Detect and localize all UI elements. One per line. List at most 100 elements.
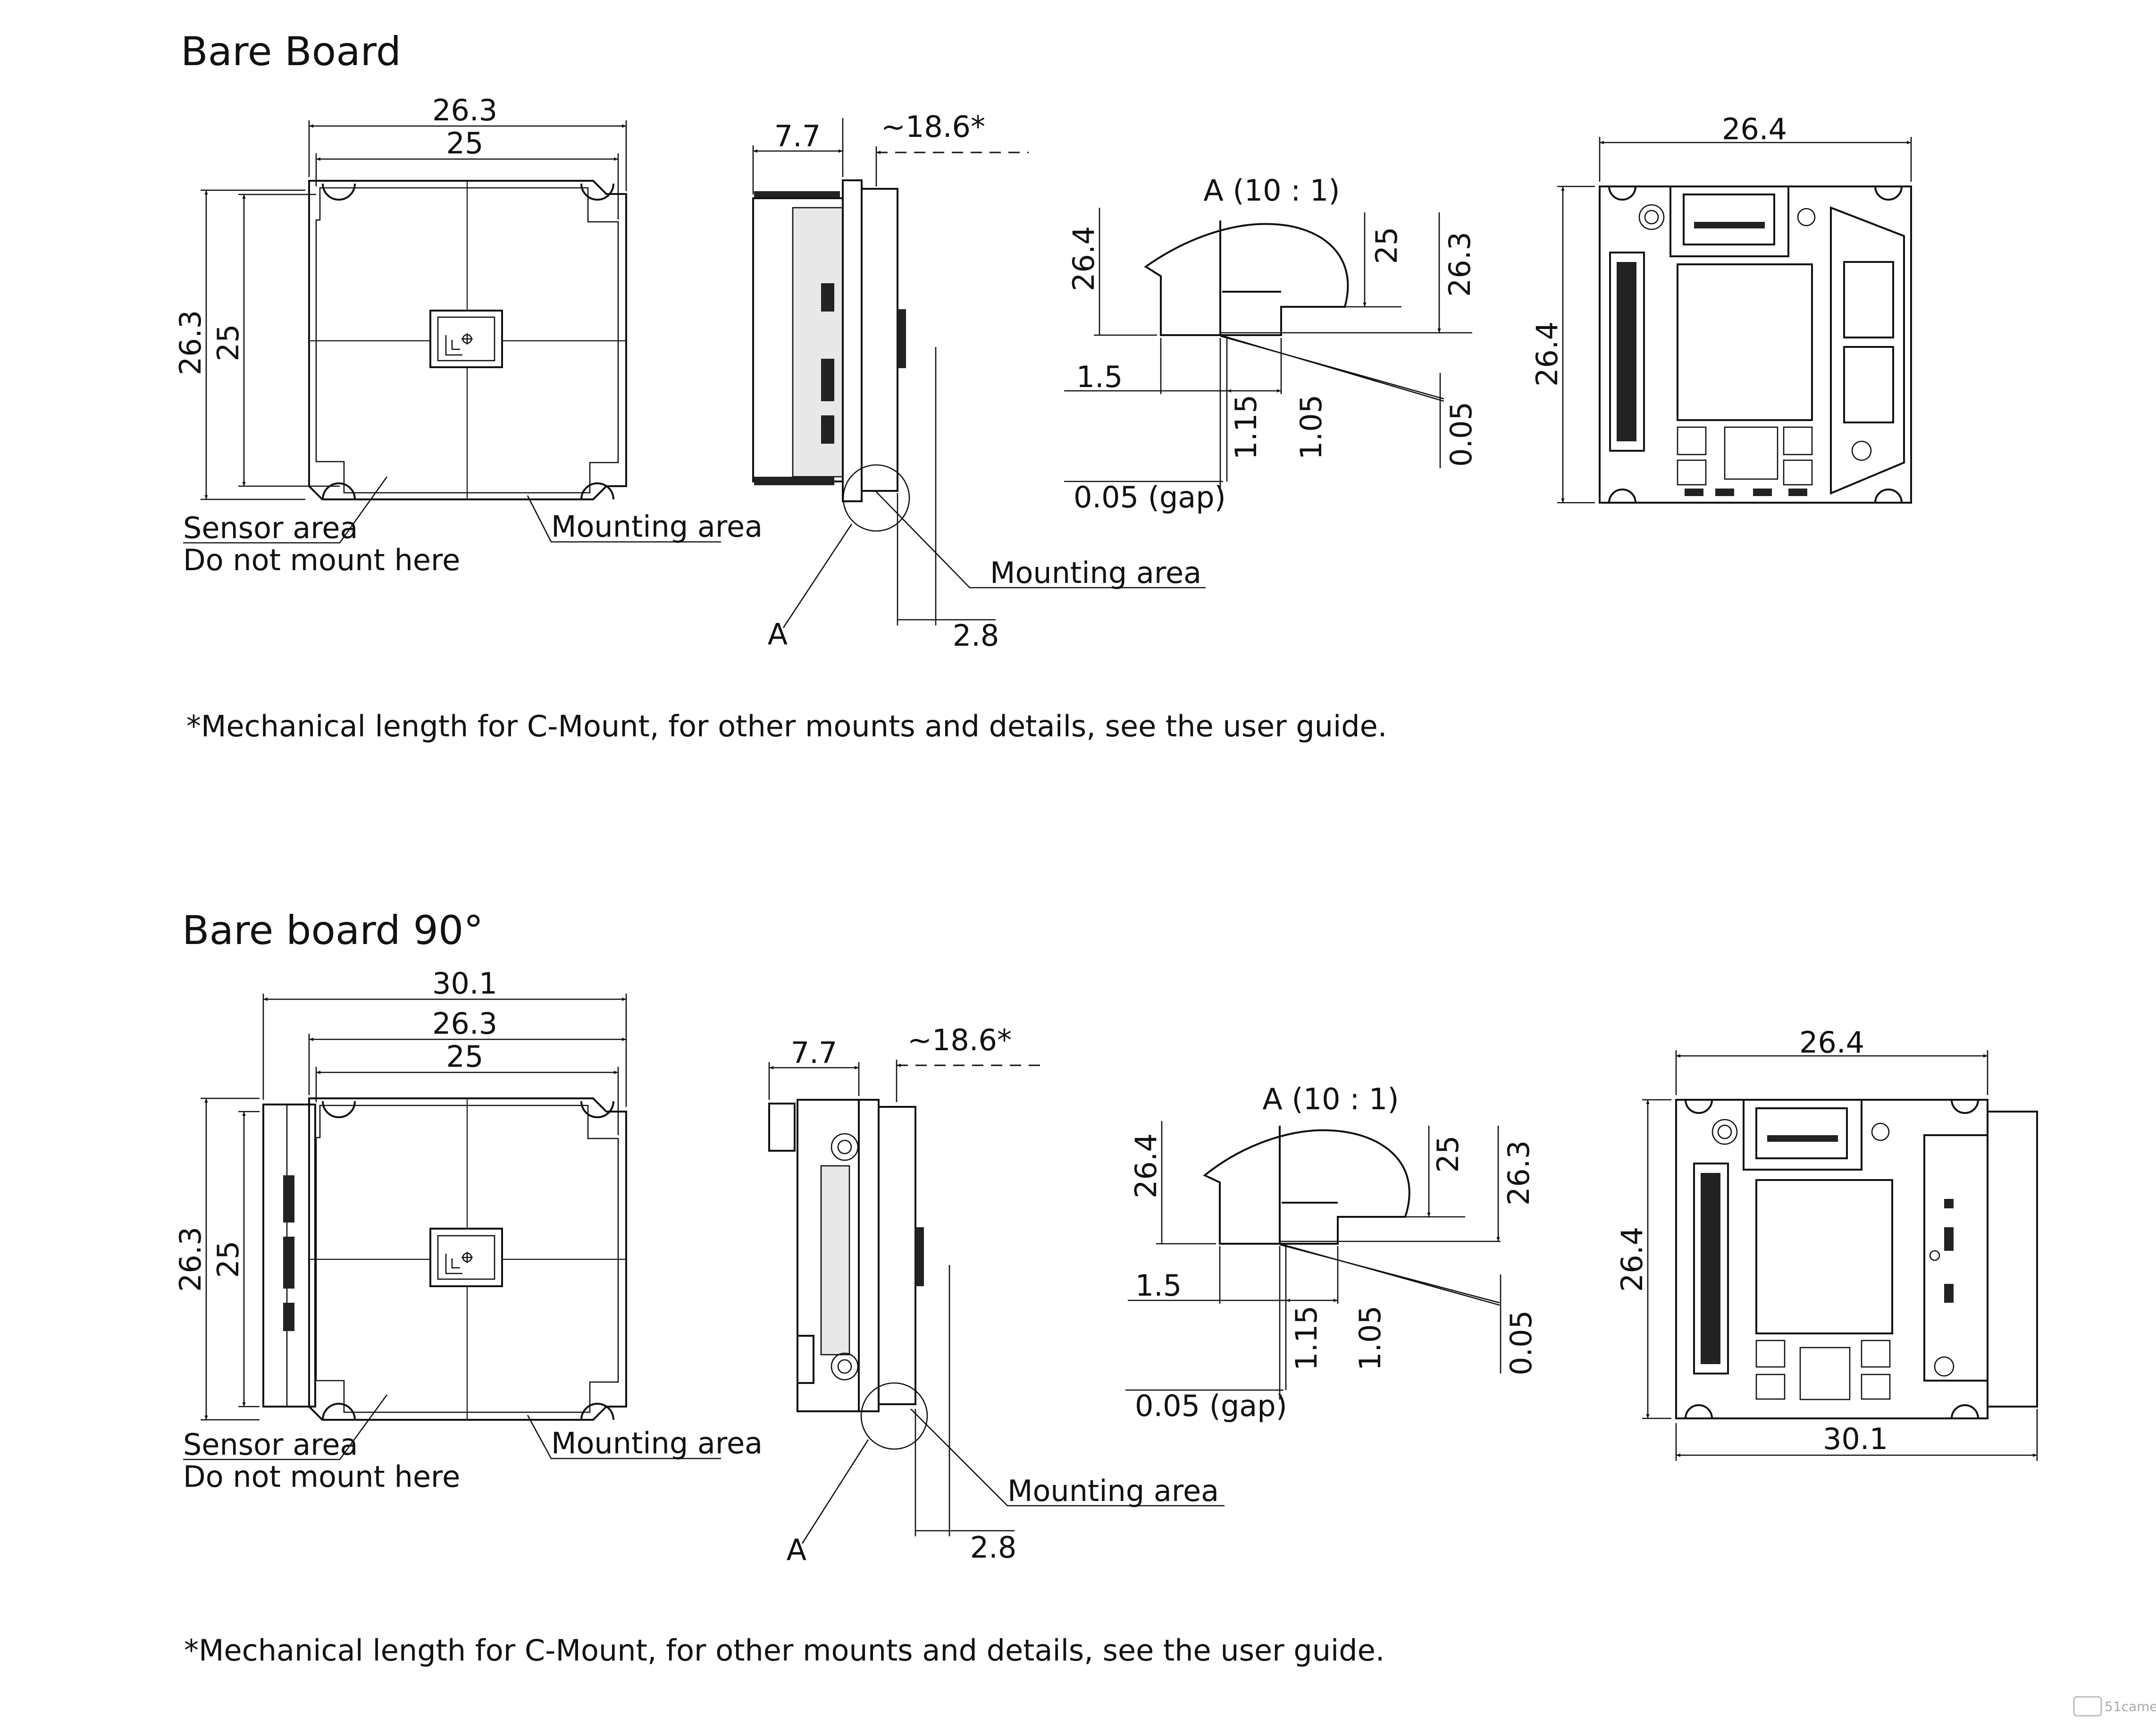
leader-sensor (183, 476, 388, 544)
footnote: *Mechanical length for C-Mount, for othe… (184, 1633, 1384, 1668)
watermark: 51camera (2073, 1696, 2156, 1717)
watermark-logo-icon (2073, 1696, 2102, 1717)
mount-hole (322, 183, 356, 201)
dim-w4: 0.05 (1504, 1310, 1538, 1375)
dim-width-outer: 26.3 (432, 1006, 497, 1041)
section-title: Bare Board (181, 28, 401, 75)
fpga-chip (1755, 1179, 1893, 1334)
dim-w3: 1.05 (1353, 1306, 1387, 1371)
dim-w4: 0.05 (1444, 402, 1478, 467)
leader-a (801, 1439, 869, 1544)
dim-gap: 0.05 (gap) (1135, 1389, 1287, 1423)
board-outline (308, 180, 627, 500)
label-do-not-mount: Do not mount here (183, 543, 460, 577)
fpga-chip (1677, 263, 1813, 421)
side-latch (768, 1103, 796, 1152)
dim-back-width-bottom: 30.1 (1823, 1422, 1888, 1456)
back-view: 26.4 26.4 (1530, 112, 1912, 504)
dim-h2: 25 (1431, 1136, 1465, 1173)
dim-back-height: 26.4 (1615, 1227, 1649, 1292)
mount-hole (580, 482, 614, 500)
dim-h1: 26.4 (1066, 226, 1101, 291)
dim-width-outer: 26.3 (432, 93, 497, 127)
front-view: 26.3 25 26.3 25 Sensor area Do not mount… (173, 93, 763, 577)
leader-a (782, 523, 853, 628)
detail-title: A (10 : 1) (1203, 173, 1340, 208)
detail-title: A (10 : 1) (1262, 1082, 1399, 1116)
section-bare-board: Bare Board 26.3 25 (173, 28, 1912, 743)
detail-section (1144, 223, 1349, 336)
board-back-outline (1599, 185, 1912, 504)
dim-height-inner: 25 (211, 1241, 245, 1278)
dim-w2: 1.15 (1229, 395, 1263, 460)
side-view: A Mounting area 7.7 ~18.6* 2.8 (768, 1023, 1225, 1567)
mount-hole (580, 183, 614, 201)
dim-height-outer: 26.3 (173, 310, 208, 375)
detail-a-view: A (10 : 1) 26.4 25 26.3 1.5 1.15 1.05 (1125, 1082, 1538, 1423)
dim-h3: 26.3 (1443, 232, 1477, 297)
usb-connector (1923, 1134, 1988, 1382)
board-outline (308, 1097, 627, 1421)
dim-offset: 2.8 (953, 618, 999, 653)
detail-section (1203, 1129, 1410, 1245)
dim-h1: 26.4 (1129, 1133, 1163, 1198)
dim-lens-label: ~18.6* (881, 110, 985, 144)
dim-width-inner: 25 (446, 126, 484, 160)
leader-mount (910, 1408, 1225, 1507)
dim-width-inner: 25 (446, 1039, 484, 1074)
leader-mount (875, 490, 1206, 589)
sensor-side (878, 1106, 916, 1405)
board-back-outline (1675, 1099, 1988, 1419)
pin1-marker (445, 335, 462, 356)
detail-marker-a: A (787, 1533, 806, 1567)
screw-icon (1638, 204, 1665, 230)
dim-gap: 0.05 (gap) (1074, 480, 1226, 514)
detail-circle-a (842, 464, 910, 532)
dim-lens-label: ~18.6* (907, 1023, 1012, 1057)
watermark-text: 51camera (2105, 1699, 2156, 1714)
section-bare-board-90: Bare board 90° (173, 907, 2038, 1668)
dim-w2: 1.15 (1289, 1306, 1324, 1371)
label-sensor-area: Sensor area (183, 511, 358, 545)
label-mounting-area: Mounting area (551, 1426, 763, 1460)
dim-height-outer: 26.3 (173, 1227, 208, 1292)
dim-w3: 1.05 (1294, 395, 1328, 460)
leader-sensor (183, 1394, 388, 1460)
sensor-side (861, 188, 898, 492)
dim-depth: 7.7 (774, 119, 821, 153)
side-view: A Mounting area 7.7 ~18.6* 2.8 (752, 110, 1206, 653)
dim-h3: 26.3 (1502, 1140, 1536, 1206)
detail-a-view: A (10 : 1) 26.4 25 26.3 1.5 1.15 1.05 (1064, 173, 1478, 514)
label-sensor-area: Sensor area (183, 1427, 358, 1462)
screw-icon (1711, 1119, 1738, 1145)
label-mounting-area-side: Mounting area (1007, 1474, 1219, 1508)
dim-offset: 2.8 (970, 1530, 1017, 1565)
detail-marker-a: A (768, 617, 788, 651)
back-view: 26.4 26.4 30.1 (1615, 1025, 2038, 1461)
dim-back-width: 26.4 (1799, 1025, 1864, 1060)
detail-circle-a (860, 1382, 928, 1450)
leader-mount (527, 1415, 721, 1459)
sensor-die (437, 316, 495, 362)
side-connector-flank (1987, 1111, 2038, 1408)
label-do-not-mount: Do not mount here (183, 1459, 460, 1494)
sensor-bump (915, 1227, 924, 1286)
dim-w1: 1.5 (1076, 360, 1123, 394)
footnote: *Mechanical length for C-Mount, for othe… (186, 709, 1387, 743)
leader-mount (527, 495, 721, 543)
dim-depth: 7.7 (791, 1036, 838, 1070)
label-mounting-area-side: Mounting area (990, 556, 1201, 590)
front-view: 30.1 26.3 25 26.3 25 Sensor area Do not … (173, 966, 763, 1494)
dim-back-height: 26.4 (1530, 321, 1564, 387)
dim-width-total: 30.1 (432, 966, 497, 1001)
board-inner-outline (315, 187, 619, 494)
label-mounting-area: Mounting area (551, 509, 763, 544)
dim-w1: 1.5 (1135, 1268, 1182, 1303)
pcb-edge (842, 179, 863, 502)
dim-back-width: 26.4 (1722, 112, 1787, 146)
dim-height-inner: 25 (211, 324, 245, 362)
mount-hole (322, 482, 356, 500)
pcb-edge (858, 1099, 880, 1412)
section-title: Bare board 90° (182, 907, 483, 953)
